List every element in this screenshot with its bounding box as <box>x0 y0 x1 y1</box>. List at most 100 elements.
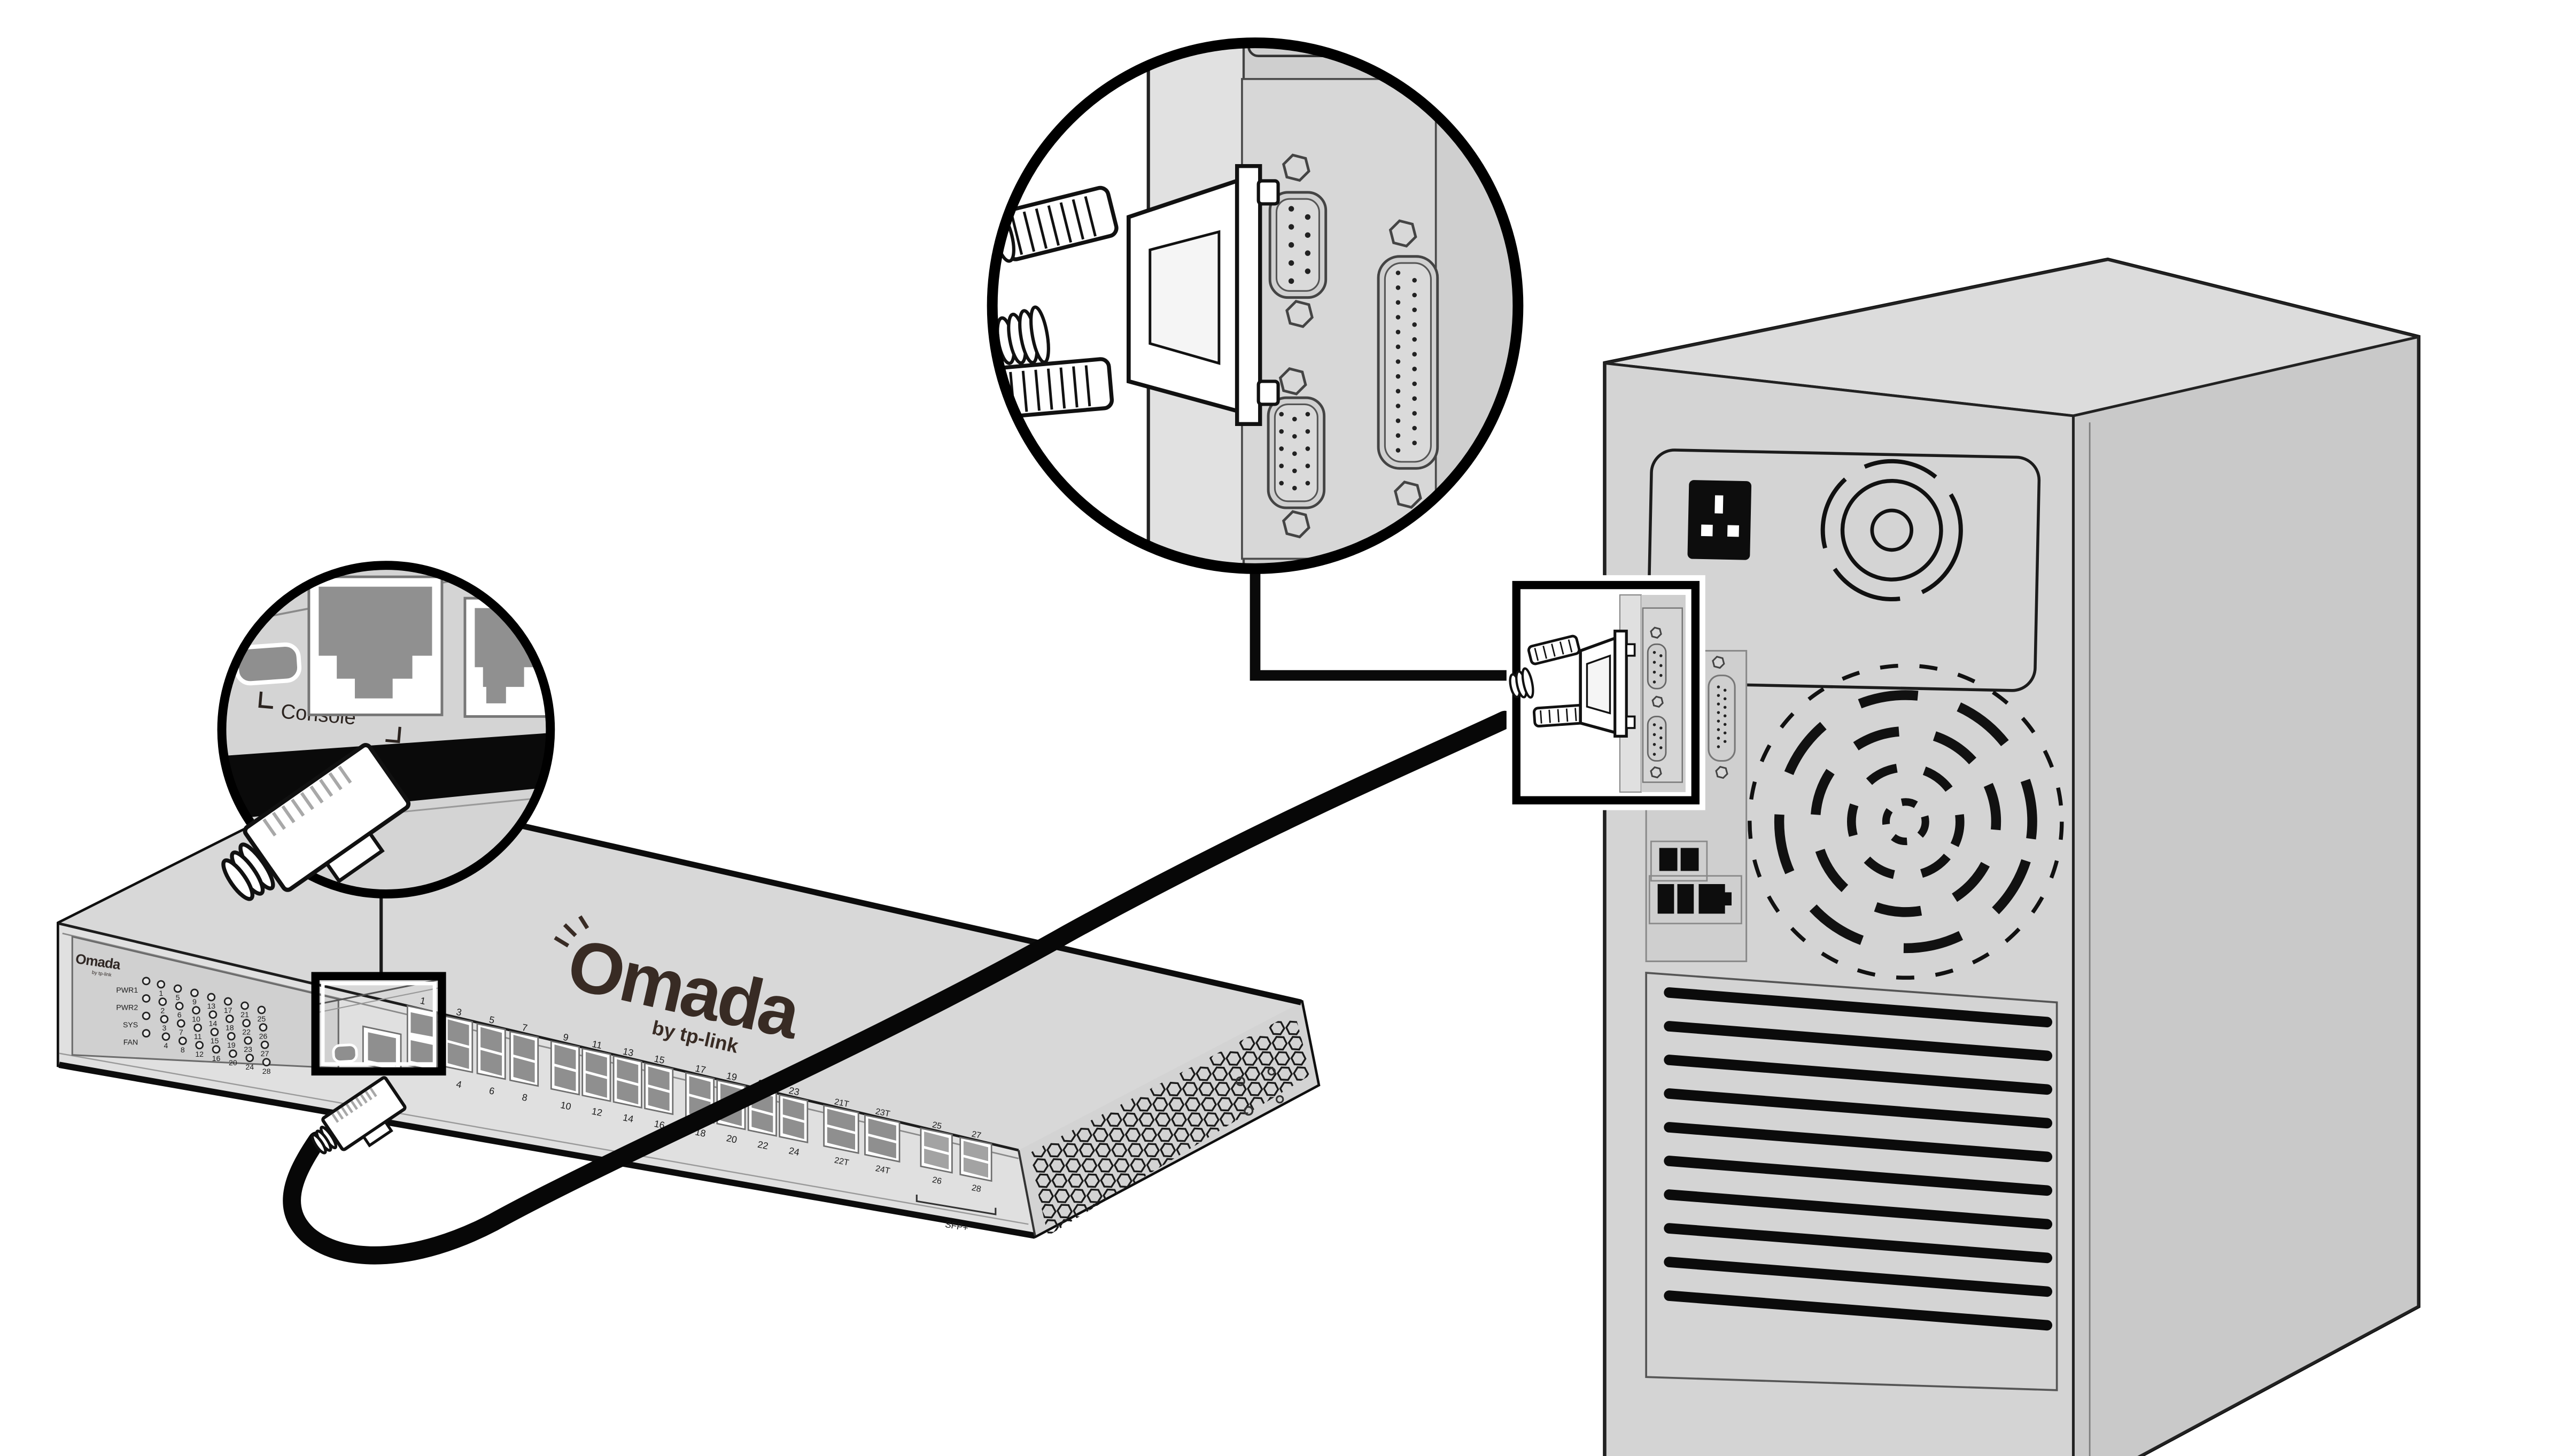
ridge-line <box>340 1106 349 1117</box>
pin-dot <box>1659 673 1663 677</box>
serial-connector-mini <box>1509 630 1636 738</box>
port-number-top: 27 <box>971 1129 982 1140</box>
pin-dot <box>1395 418 1401 423</box>
computer-serial-callout <box>1506 575 1705 810</box>
hex-cell <box>1097 1158 1114 1173</box>
hex-cell <box>1187 1112 1204 1127</box>
switch-console-area: 1 <box>319 978 441 1073</box>
port-number-top: 23 <box>788 1085 801 1098</box>
port-led <box>260 1040 269 1049</box>
magnifier-leader-line <box>1250 565 1510 681</box>
pin-dot <box>1395 359 1401 364</box>
pin-dot <box>1652 723 1656 726</box>
led-number: 20 <box>229 1058 237 1067</box>
vent-bar <box>1664 1223 2053 1264</box>
hex-cell <box>1154 1112 1171 1127</box>
ridge-line <box>281 805 296 824</box>
hex-cell <box>1152 1097 1168 1112</box>
flange-pin <box>1256 179 1280 206</box>
connector-flange <box>1613 630 1628 738</box>
pin-dot <box>1395 315 1401 320</box>
hex-cell <box>1212 1066 1228 1081</box>
vent-bar <box>1664 1122 2053 1163</box>
hex-cell <box>1054 1189 1070 1203</box>
hex-cell <box>1290 1051 1307 1066</box>
port-number-bottom: 10 <box>560 1099 572 1112</box>
port-led <box>245 1054 254 1063</box>
hex-cell <box>1065 1158 1082 1173</box>
tower-side-face <box>2071 335 2420 1456</box>
console-rj45-port-inner <box>368 1032 396 1066</box>
led-number: 6 <box>177 1011 182 1019</box>
hex-cell <box>1244 1066 1261 1081</box>
port-number-top: 19 <box>725 1070 738 1083</box>
hex-cell <box>1242 1051 1258 1066</box>
pin-dot <box>1717 702 1720 706</box>
pin-dot <box>1292 485 1297 491</box>
pin-dot <box>1652 680 1656 684</box>
port-led <box>240 1001 249 1010</box>
flange-pin <box>1625 643 1636 657</box>
pin-dot <box>1395 374 1401 379</box>
port-inner <box>513 1057 535 1083</box>
port-led <box>193 1023 202 1032</box>
ridge-line <box>1072 366 1078 408</box>
power-pin <box>1727 525 1739 537</box>
hex-cell <box>1150 1082 1166 1097</box>
hex-cell <box>1122 1112 1139 1127</box>
hex-cell <box>1124 1127 1141 1142</box>
pin-dot <box>1723 688 1727 692</box>
led-number: 26 <box>259 1032 268 1041</box>
plug-contacts <box>262 765 352 837</box>
pin-dot <box>1652 753 1656 756</box>
port-led <box>173 984 182 993</box>
hex-cell <box>1100 1173 1116 1188</box>
port-led <box>195 1041 204 1050</box>
port-inner <box>689 1076 711 1099</box>
switch-side-face <box>1018 1002 1318 1236</box>
hex-cell <box>1276 1066 1293 1081</box>
hex-cell <box>1127 1143 1144 1158</box>
pin-dot <box>1305 481 1310 486</box>
parallel-port-db25 <box>1708 675 1736 762</box>
voltage-selector <box>1820 459 1963 602</box>
hex-cell <box>1178 1158 1195 1173</box>
vga-port-mini <box>1647 716 1667 762</box>
jack-nut <box>1715 765 1728 779</box>
rj45-plug-small <box>311 1076 407 1155</box>
led-number: 12 <box>195 1050 204 1058</box>
port-led <box>212 1045 221 1054</box>
hex-cell <box>1076 1128 1092 1142</box>
ridge-line <box>350 1100 358 1110</box>
port-number-top: 5 <box>488 1014 495 1026</box>
ridge-line <box>1542 646 1547 659</box>
led-number: 24 <box>245 1063 254 1071</box>
hex-cell <box>1238 1127 1255 1142</box>
pin-dot <box>1412 322 1417 327</box>
port-inner <box>963 1141 988 1161</box>
pin-dot <box>1717 711 1720 714</box>
led-number: 11 <box>194 1032 202 1041</box>
port-number-top: 13 <box>622 1046 635 1059</box>
port-number-bottom: 28 <box>971 1183 982 1194</box>
hex-cell <box>1067 1173 1084 1188</box>
ridge-line <box>1534 647 1539 661</box>
port-led <box>160 1014 169 1024</box>
console-cable <box>283 710 1514 1265</box>
thumbscrew-ridges <box>1534 639 1573 661</box>
port-inner <box>827 1109 856 1132</box>
pin-dot <box>1652 661 1656 664</box>
hex-cell <box>1171 1112 1188 1127</box>
pin-dot <box>1723 740 1727 743</box>
led-number: 4 <box>164 1041 168 1050</box>
ridge-line <box>262 818 277 837</box>
pin-dot <box>1717 737 1720 740</box>
led-number: 1 <box>159 989 163 997</box>
hex-cell <box>1138 1112 1155 1127</box>
led-number: 15 <box>211 1036 219 1045</box>
pin-dot <box>1279 429 1284 434</box>
port-number-top: 9 <box>562 1032 570 1043</box>
hex-cell <box>1084 1173 1100 1188</box>
port-inner <box>868 1118 896 1141</box>
hex-cell <box>1166 1081 1182 1097</box>
